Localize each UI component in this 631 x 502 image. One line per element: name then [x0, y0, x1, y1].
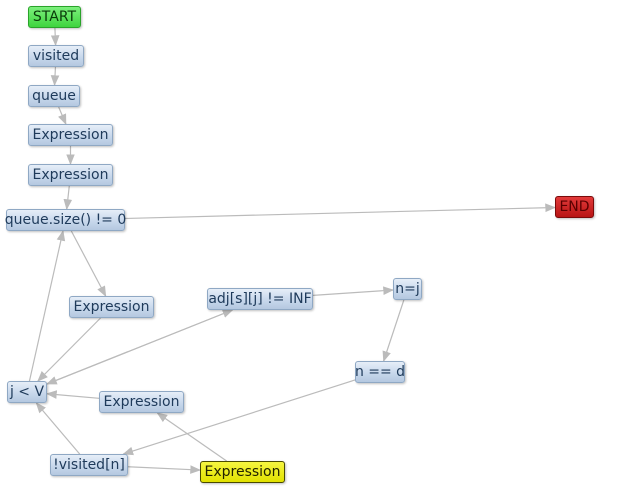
end-node[interactable]: END [555, 196, 594, 218]
edge-assign-n-to-check-d [382, 299, 405, 363]
edge-expression-5-to-expression-4 [156, 412, 227, 462]
edge-start-to-visited [50, 27, 60, 47]
edge-j-lt-v-to-loop-condition [28, 229, 66, 382]
edge-loop-condition-to-end [124, 203, 557, 220]
assign-n-node[interactable]: n=j [393, 278, 422, 300]
j-less-than-v-node[interactable]: j < V [7, 381, 47, 403]
edge-expression-3-to-j-lt-v [37, 317, 101, 382]
edge-not-visited-to-expression-5 [127, 465, 202, 474]
expression-node-4[interactable]: Expression [99, 391, 184, 413]
expression-node-2[interactable]: Expression [28, 164, 113, 186]
edge-adj-check-to-assign-n [312, 286, 395, 297]
visited-node[interactable]: visited [28, 45, 84, 67]
queue-node[interactable]: queue [28, 85, 80, 107]
edge-expression-2-to-loop-condition [63, 185, 73, 211]
expression-node-5[interactable]: Expression [200, 461, 285, 483]
edge-adj-check-to-j-lt-v [45, 309, 233, 385]
check-d-node[interactable]: n == d [355, 361, 405, 383]
edge-not-visited-to-j-lt-v [35, 402, 81, 455]
adj-check-node[interactable]: adj[s][j] != INF [207, 288, 313, 310]
edge-visited-to-queue [50, 66, 60, 87]
edge-queue-to-expression-1 [58, 106, 67, 125]
edge-check-d-to-not-visited [122, 379, 356, 456]
edge-loop-condition-to-expression-3 [70, 230, 107, 297]
expression-node-3[interactable]: Expression [69, 296, 154, 318]
edge-expression-4-to-j-lt-v [45, 390, 100, 399]
expression-node-1[interactable]: Expression [28, 124, 113, 146]
not-visited-node[interactable]: !visited[n] [50, 454, 128, 476]
start-node[interactable]: START [28, 6, 81, 28]
loop-condition-node[interactable]: queue.size() != 0 [5, 209, 126, 231]
